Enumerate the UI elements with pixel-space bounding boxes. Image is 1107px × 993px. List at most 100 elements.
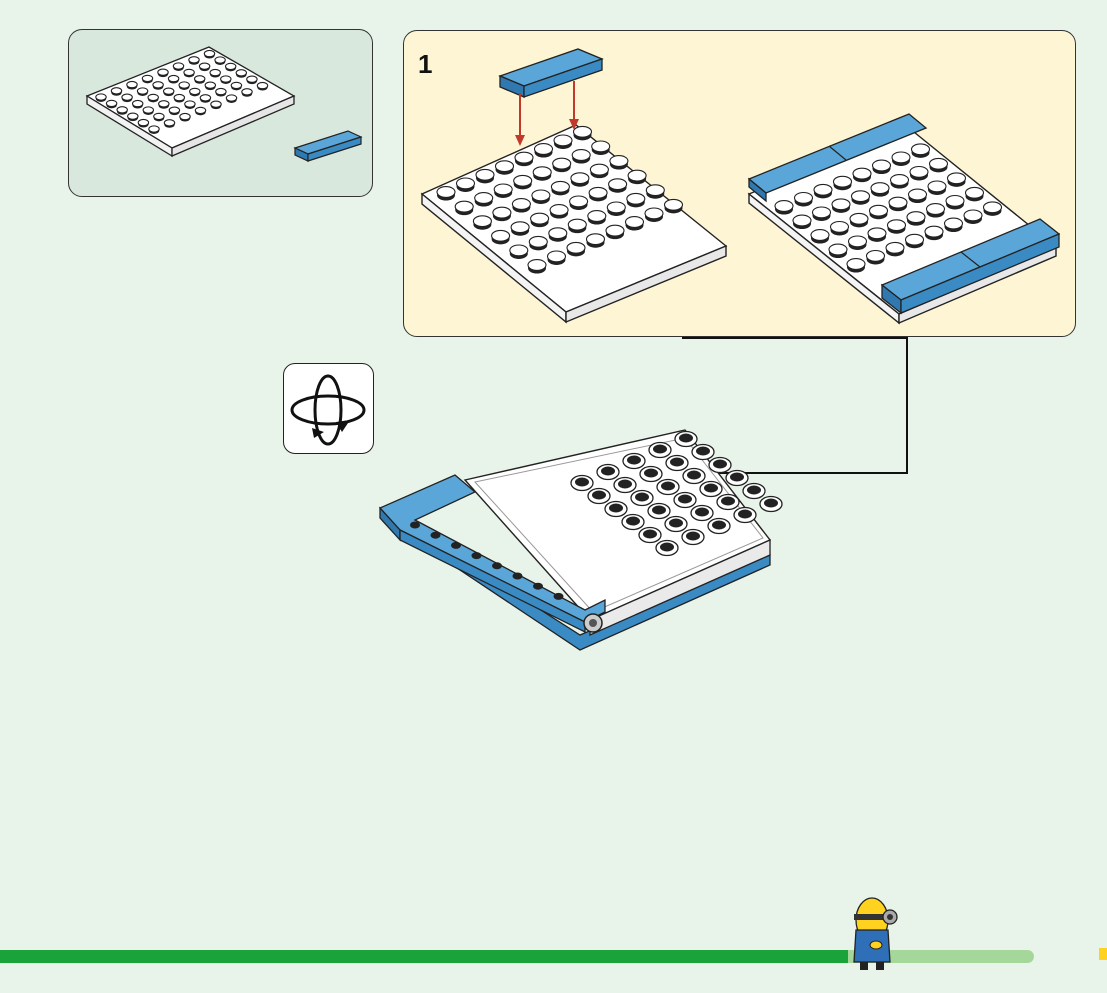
stud xyxy=(554,135,572,146)
stud xyxy=(930,158,948,169)
plate-after xyxy=(749,114,1059,323)
stud xyxy=(775,201,793,212)
stud xyxy=(665,199,683,210)
stud xyxy=(117,107,127,113)
stud xyxy=(553,158,571,169)
stud xyxy=(551,181,569,192)
stud xyxy=(966,187,984,198)
stud xyxy=(475,193,493,204)
stud xyxy=(928,181,946,192)
stud xyxy=(199,63,209,69)
stud xyxy=(871,183,889,194)
stud xyxy=(925,226,943,237)
stud xyxy=(906,234,924,245)
edge-stud xyxy=(513,573,523,580)
stud xyxy=(231,82,241,88)
stud xyxy=(173,63,183,69)
stud xyxy=(168,75,178,81)
stud xyxy=(570,196,588,207)
stud xyxy=(849,236,867,247)
stud xyxy=(510,245,528,256)
stud xyxy=(567,242,585,253)
stud xyxy=(122,94,132,100)
plate-before xyxy=(422,125,726,322)
stud xyxy=(814,184,832,195)
stud xyxy=(867,251,885,262)
stud xyxy=(512,199,530,210)
stud xyxy=(829,244,847,255)
stud xyxy=(169,107,179,113)
parts-callout xyxy=(68,29,373,197)
stud xyxy=(133,100,143,106)
stud xyxy=(185,101,195,107)
edge-stud xyxy=(533,583,543,590)
rotate-model-icon xyxy=(284,364,372,452)
stud xyxy=(128,113,138,119)
stud xyxy=(528,260,546,271)
stud xyxy=(143,107,153,113)
stud xyxy=(948,173,966,184)
stud xyxy=(96,94,106,100)
stud xyxy=(473,216,491,227)
stud xyxy=(548,251,566,262)
stud xyxy=(111,88,121,94)
stud xyxy=(195,107,205,113)
step-panel: 1 xyxy=(403,30,1076,337)
stud xyxy=(184,69,194,75)
stud xyxy=(531,213,549,224)
stud xyxy=(626,217,644,228)
white-plate-part xyxy=(87,47,294,156)
stud xyxy=(215,57,225,63)
stud xyxy=(574,126,592,137)
stud xyxy=(494,184,512,195)
minion-mascot-icon xyxy=(846,890,898,972)
stud xyxy=(138,119,148,125)
stud xyxy=(892,152,910,163)
stud xyxy=(148,94,158,100)
stud xyxy=(514,175,532,186)
stud xyxy=(910,167,928,178)
stud xyxy=(493,207,511,218)
stud xyxy=(886,242,904,253)
parts-illustration xyxy=(69,30,373,197)
edge-stud xyxy=(410,522,420,529)
stud xyxy=(628,170,646,181)
stud xyxy=(190,88,200,94)
stud xyxy=(211,101,221,107)
stud xyxy=(909,189,927,200)
stud xyxy=(610,156,628,167)
stud xyxy=(127,81,137,87)
stud xyxy=(180,113,190,119)
stud xyxy=(257,82,267,88)
stud xyxy=(195,76,205,82)
stud xyxy=(795,193,813,204)
stud xyxy=(533,167,551,178)
stud xyxy=(847,259,865,270)
stud xyxy=(568,219,586,230)
stud xyxy=(888,220,906,231)
stud xyxy=(205,82,215,88)
stud xyxy=(204,50,214,56)
edge-stud xyxy=(451,542,461,549)
stud xyxy=(210,69,220,75)
stud xyxy=(889,197,907,208)
stud xyxy=(200,95,210,101)
stud xyxy=(964,210,982,221)
stud xyxy=(476,169,494,180)
stud xyxy=(946,196,964,207)
stud xyxy=(535,144,553,155)
stud xyxy=(174,94,184,100)
stud xyxy=(189,57,199,63)
stud xyxy=(853,168,871,179)
stud xyxy=(511,222,529,233)
stud xyxy=(515,152,533,163)
stud xyxy=(831,222,849,233)
stud xyxy=(496,161,514,172)
stud xyxy=(226,63,236,69)
stud xyxy=(927,204,945,215)
stud xyxy=(549,228,567,239)
stud xyxy=(793,215,811,226)
stud xyxy=(137,88,147,94)
stud xyxy=(492,230,510,241)
stud xyxy=(158,69,168,75)
